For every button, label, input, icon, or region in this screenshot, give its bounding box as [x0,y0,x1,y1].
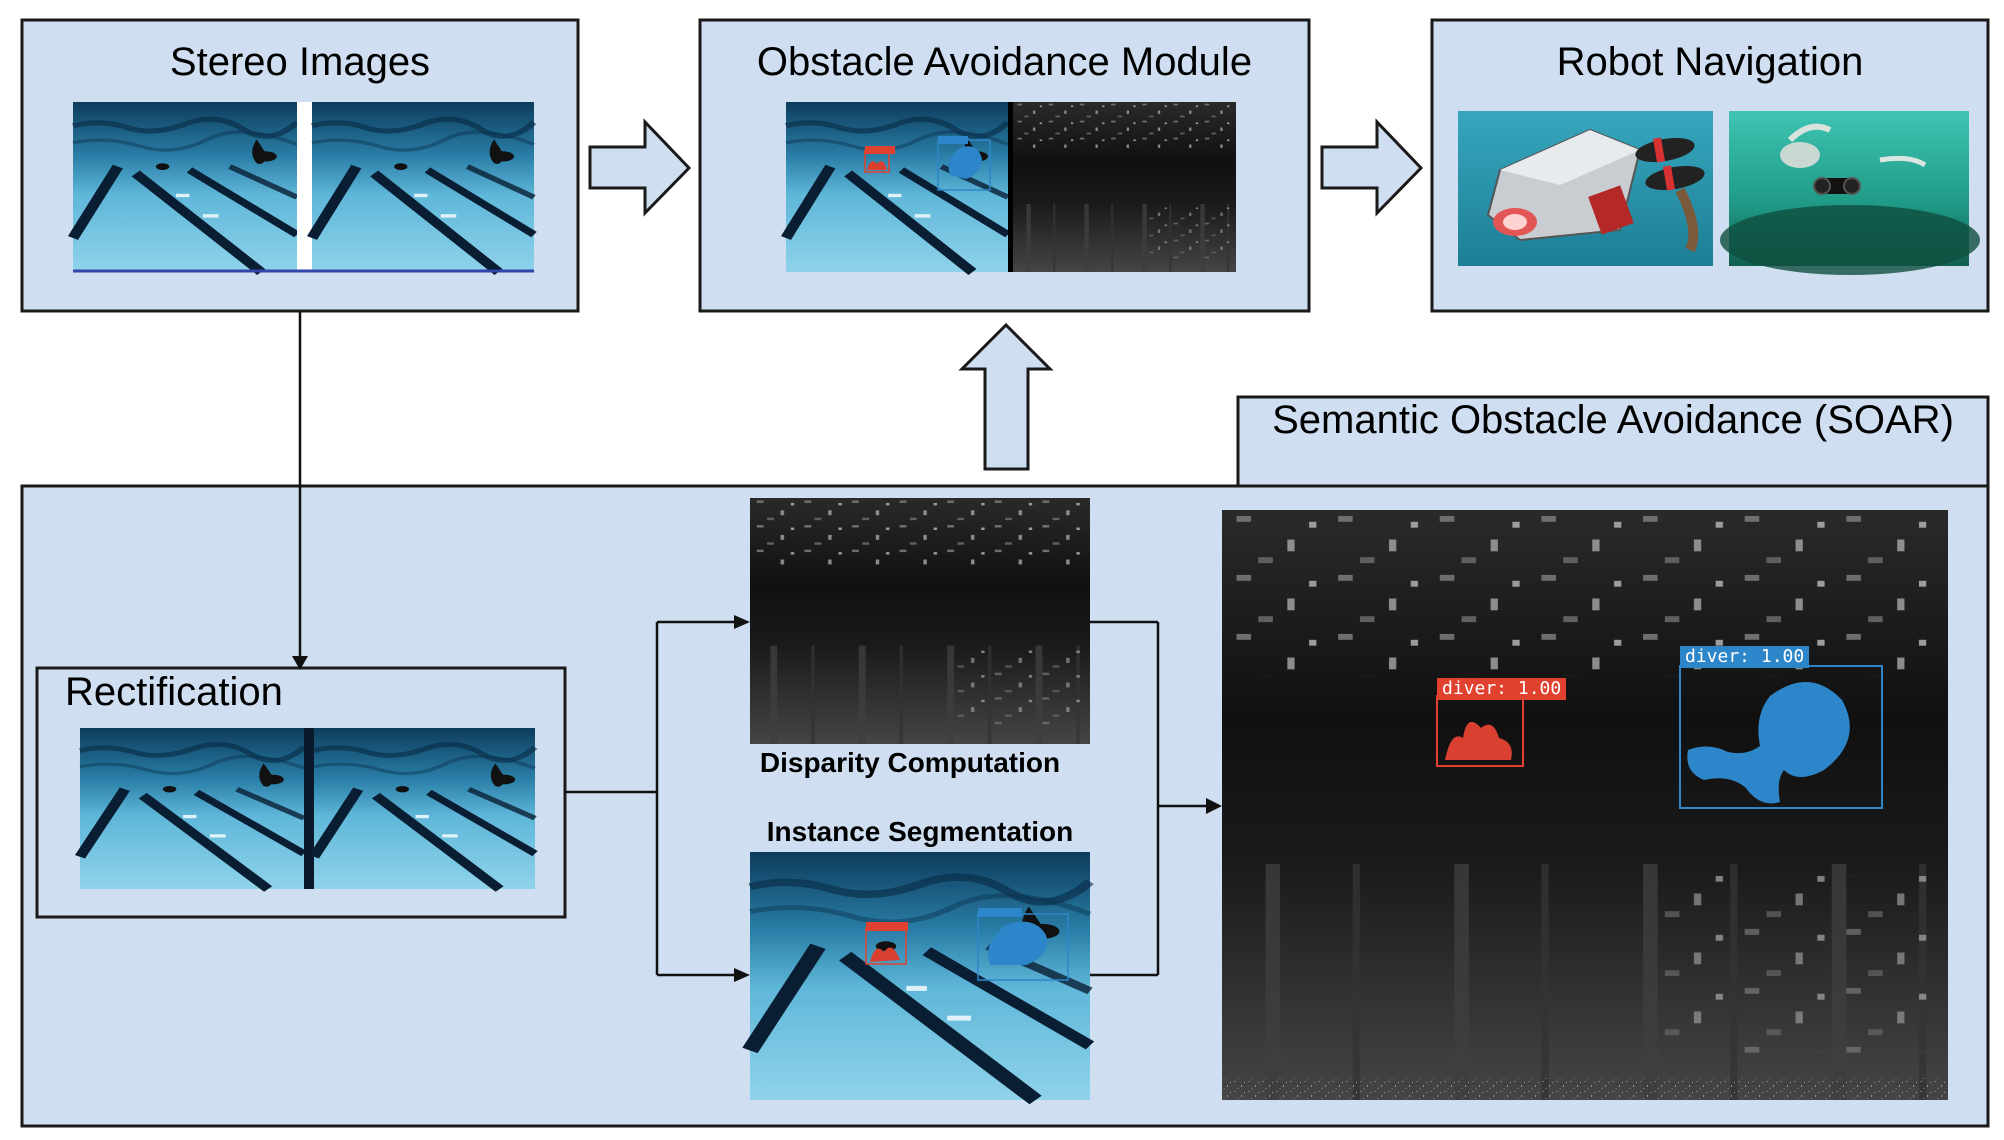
soar-title: Semantic Obstacle Avoidance (SOAR) [1272,398,1954,442]
block-arrow-oam-to-navigation [1320,118,1424,217]
stereo-left-image [73,102,297,272]
red-detection-label: diver: 1.00 [1437,678,1567,700]
connector-merge-to-output [1090,620,1208,977]
segmentation-image [750,852,1090,1100]
oam-disparity-image [1013,102,1236,272]
robot-navigation-title: Robot Navigation [1556,40,1864,84]
rectified-left-image [80,728,304,889]
block-arrow-soar-to-oam [958,322,1054,471]
fused-output-image [1222,510,1948,1100]
connector-rectification-split [565,620,736,977]
diver-robot-photo [1720,111,1980,275]
obstacle-avoidance-title: Obstacle Avoidance Module [756,40,1253,84]
disparity-image [750,498,1090,744]
stereo-images-title: Stereo Images [169,40,431,84]
stereo-divider [297,102,312,272]
oam-segmentation-image [786,102,1008,272]
stereo-right-image [312,102,534,272]
segmentation-caption: Instance Segmentation [766,816,1074,847]
robot-photo [1458,111,1713,266]
rectification-title: Rectification [65,670,283,714]
block-arrow-stereo-to-oam [588,118,692,217]
soar-title-tab [1236,395,1990,488]
blue-detection-label: diver: 1.00 [1680,646,1810,668]
rectified-right-image [314,728,535,889]
disparity-caption: Disparity Computation [759,747,1061,778]
